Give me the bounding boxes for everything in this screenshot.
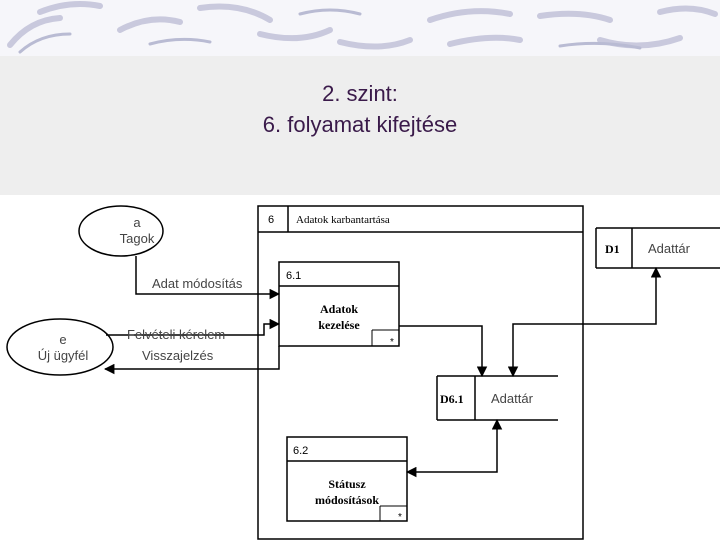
flow-label-adat-modositas: Adat módosítás — [152, 276, 243, 291]
process-6-1-marker: * — [390, 337, 394, 348]
flow-visszajelzes — [103, 346, 280, 375]
outer-process-name: Adatok karbantartása — [296, 214, 390, 226]
process-6-2-name-line1: Státusz — [328, 477, 366, 491]
decorative-swirl — [7, 1, 718, 54]
process-6-2-name-line2: módosítások — [315, 493, 379, 507]
flow-label-visszajelzes: Visszajelzés — [142, 348, 214, 363]
title-line-2: 6. folyamat kifejtése — [262, 112, 458, 137]
entity-tagok-letter: a — [133, 215, 141, 230]
flow-d6-1-6-2 — [405, 418, 503, 478]
entity-tagok-name: Tagok — [120, 231, 155, 246]
process-6-1: 6.1 Adatok kezelése * — [278, 261, 400, 348]
title-line-1: 2. szint: — [322, 81, 398, 106]
slide-title: 2. szint: 6. folyamat kifejtése — [0, 78, 720, 140]
flow-label-felveteli-kerelem: Felvételi kérelem — [127, 327, 225, 342]
process-6-2: 6.2 Státusz módosítások * — [286, 436, 408, 523]
decorative-stripe — [0, 0, 720, 56]
flow-d1-d6-1 — [507, 266, 662, 378]
entity-uj-ugyfel-name: Új ügyfél — [38, 348, 89, 363]
process-6-2-marker: * — [398, 512, 402, 523]
flow-6-1-to-d6-1 — [399, 325, 488, 378]
data-flow-diagram: 6 Adatok karbantartása a Tagok e Új ügyf… — [6, 205, 720, 540]
data-store-d6-1-id: D6.1 — [440, 392, 464, 406]
entity-uj-ugyfel-letter: e — [59, 332, 66, 347]
process-6-1-name-line1: Adatok — [320, 302, 358, 316]
data-store-d1: D1 Adattár — [595, 227, 720, 269]
process-6-1-id: 6.1 — [286, 270, 301, 282]
entity-uj-ugyfel: e Új ügyfél — [6, 318, 114, 376]
data-store-d1-id: D1 — [605, 242, 620, 256]
process-6-2-id: 6.2 — [293, 445, 308, 457]
data-store-d6-1: D6.1 Adattár — [436, 375, 558, 421]
flow-felveteli-kerelem — [106, 318, 281, 336]
header-band: 2. szint: 6. folyamat kifejtése — [0, 0, 720, 195]
process-6-1-name-line2: kezelése — [318, 318, 360, 332]
flow-adat-modositas — [135, 256, 281, 300]
data-store-d1-name: Adattár — [648, 241, 691, 256]
entity-tagok: a Tagok — [78, 205, 164, 257]
outer-process-id: 6 — [268, 214, 274, 226]
data-store-d6-1-name: Adattár — [491, 391, 534, 406]
